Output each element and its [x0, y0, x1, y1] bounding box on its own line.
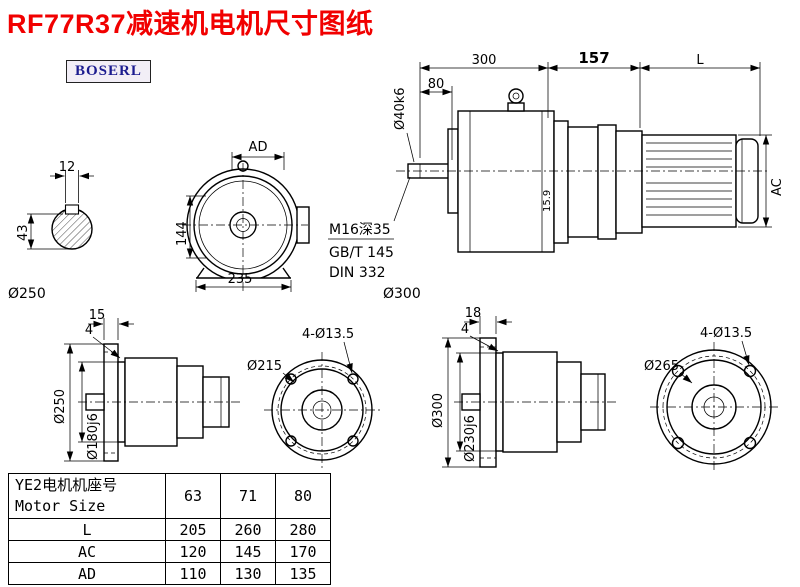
- table-header-row: YE2电机机座号 Motor Size 63 71 80: [8, 473, 331, 519]
- cell: 130: [220, 562, 276, 585]
- flange-dia-label-250: Ø250: [8, 286, 46, 302]
- bolt-hole: [671, 436, 685, 450]
- motor-size-label-cn: YE2电机机座号: [15, 476, 118, 494]
- gearbox-housing: [457, 110, 555, 253]
- dim-15-9: 15.9: [542, 190, 553, 212]
- motor-size-63: 63: [165, 473, 221, 519]
- bolt-holes-label: 4-Ø13.5: [302, 327, 354, 342]
- dim-18: 18: [465, 306, 482, 321]
- dim-shaft-diameter: Ø40k6: [393, 87, 408, 130]
- dim-15: 15: [89, 308, 106, 323]
- row-label: AC: [8, 540, 166, 563]
- adapter-ring-3: [597, 124, 617, 240]
- cell: 205: [165, 518, 221, 541]
- bolt-holes-label: 4-Ø13.5: [700, 326, 752, 341]
- keyway: [64, 204, 80, 215]
- motor-size-header: YE2电机机座号 Motor Size: [8, 473, 166, 519]
- cell: 280: [275, 518, 331, 541]
- dim-300: 300: [472, 53, 497, 68]
- eyebolt-base: [507, 102, 525, 112]
- dim-flange-od: Ø250: [53, 389, 68, 424]
- bolt-hole: [347, 373, 359, 385]
- flange-plate: [103, 343, 119, 462]
- dim-AD: AD: [249, 140, 268, 155]
- lifting-eye: [508, 88, 524, 104]
- motor-flange: [615, 130, 643, 234]
- dim-144: 144: [175, 221, 190, 246]
- fan-cover: [735, 138, 759, 224]
- adapter-ring-1: [553, 120, 569, 244]
- shaft-section-view: 12 43: [16, 160, 94, 250]
- page-title: RF77R37减速机电机尺寸图纸: [7, 9, 374, 39]
- cell: 135: [275, 562, 331, 585]
- cell: 260: [220, 518, 276, 541]
- dim-157: 157: [578, 49, 609, 67]
- cell: 110: [165, 562, 221, 585]
- dim-spigot: Ø180j6: [86, 413, 101, 460]
- dim-4: 4: [85, 323, 93, 338]
- mounting-feet: [196, 267, 291, 279]
- cell: 120: [165, 540, 221, 563]
- din-standard: DIN 332: [329, 265, 386, 281]
- reducer-front-view: AD 144 235: [175, 140, 310, 292]
- large-flange-front-view: 4-Ø13.5 Ø265: [644, 326, 780, 472]
- dim-L: L: [696, 53, 704, 68]
- motor-size-80: 80: [275, 473, 331, 519]
- row-label: L: [8, 518, 166, 541]
- bolt-circle-label: Ø265: [644, 359, 679, 374]
- cell: 170: [275, 540, 331, 563]
- cell: 145: [220, 540, 276, 563]
- motor-size-label-en: Motor Size: [15, 497, 106, 515]
- motor-body: [641, 134, 737, 228]
- flange-plate: [479, 337, 497, 468]
- dim-4: 4: [461, 322, 469, 337]
- dim-flange-od: Ø300: [431, 393, 446, 428]
- brand-logo: BOSERL: [66, 60, 151, 83]
- flange-dia-label-300: Ø300: [383, 286, 421, 302]
- small-flange-front-view: 4-Ø13.5 Ø215: [247, 327, 380, 468]
- bolt-hole: [743, 364, 757, 378]
- motor-size-71: 71: [220, 473, 276, 519]
- thread-note: M16深35 GB/T 145 DIN 332: [328, 222, 394, 281]
- bolt-hole: [743, 436, 757, 450]
- table-row-AC: AC 120 145 170: [8, 540, 331, 563]
- dim-shaft-height: 43: [16, 224, 31, 241]
- motor-fins: [646, 142, 732, 216]
- technical-drawing-svg: 300 157 L 80 Ø40k6 AC 15.9 M16深35 GB/T 1…: [8, 49, 785, 472]
- table-row-L: L 205 260 280: [8, 518, 331, 541]
- bolt-hole: [671, 364, 685, 378]
- small-flange-side-view: 15 4 Ø250 Ø180j6: [53, 308, 242, 462]
- dim-key-width: 12: [59, 160, 76, 175]
- adapter-ring-2: [567, 126, 599, 238]
- dim-AC: AC: [770, 178, 785, 196]
- tap-spec: M16深35: [329, 222, 391, 238]
- bolt-hole: [347, 435, 359, 447]
- assembly-side-view: 300 157 L 80 Ø40k6 AC 15.9: [393, 49, 785, 253]
- row-label: AD: [8, 562, 166, 585]
- dimension-table: YE2电机机座号 Motor Size 63 71 80 L 205 260 2…: [8, 473, 331, 585]
- large-flange-side-view: 18 4 Ø300 Ø230j6: [431, 306, 618, 468]
- table-row-AD: AD 110 130 135: [8, 562, 331, 585]
- shaft-section-circle: [51, 208, 93, 250]
- dim-80: 80: [428, 77, 445, 92]
- dim-235: 235: [228, 272, 253, 287]
- dim-spigot: Ø230j6: [463, 415, 478, 462]
- bolt-circle-label: Ø215: [247, 359, 282, 374]
- bolt-hole: [285, 435, 297, 447]
- gb-standard: GB/T 145: [329, 245, 394, 261]
